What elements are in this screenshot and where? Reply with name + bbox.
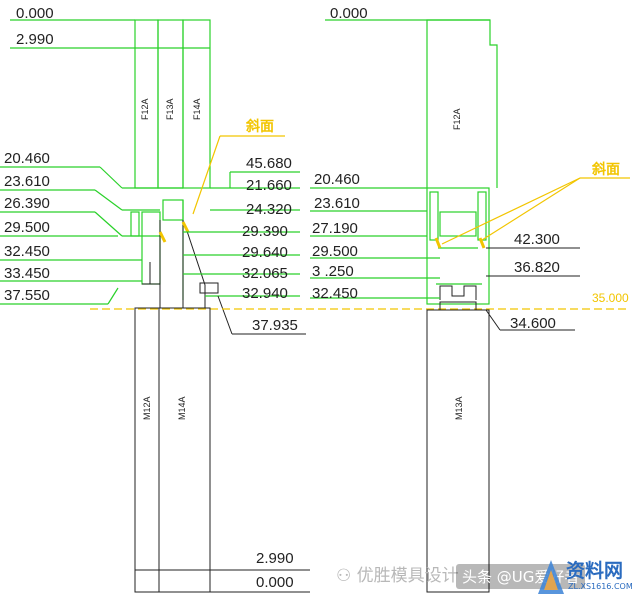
dim-r-far-right: 35.000 xyxy=(592,291,629,305)
dim-base-0: 2.990 xyxy=(256,550,294,567)
dim-base-1: 0.000 xyxy=(256,574,294,591)
dim-r-bottom: 34.600 xyxy=(510,315,556,332)
dim-r-left-2: 23.610 xyxy=(314,195,360,212)
part-f14a xyxy=(182,19,211,189)
dim-left-2: 20.460 xyxy=(4,150,50,167)
dim-r-left-5: 32.450 xyxy=(312,285,358,302)
dim-r-left-3: 27.190 xyxy=(312,220,358,237)
dim-right-1: 21.660 xyxy=(246,177,292,194)
wechat-icon: ⚇ xyxy=(336,566,352,586)
wechat-watermark: ⚇ 优胜模具设计 xyxy=(336,566,459,586)
dim-left-1: 2.990 xyxy=(16,31,54,48)
site-logo-icon xyxy=(538,560,564,594)
dim-left-0: 0.000 xyxy=(16,5,54,22)
dim-right-6: 32.940 xyxy=(242,285,288,302)
dim-right-5: 32.065 xyxy=(242,265,288,282)
label-m12a: M12A xyxy=(142,396,152,420)
dim-right-4: 29.640 xyxy=(242,244,288,261)
dim-left-8: 37.550 xyxy=(4,287,50,304)
dim-left-4: 26.390 xyxy=(4,195,50,212)
part-m12a xyxy=(134,307,160,593)
site-watermark: 资料网 ZL.XS1616.COM xyxy=(536,556,636,600)
label-f14a: F14A xyxy=(192,98,202,120)
dim-r-left-4: 29.500 xyxy=(312,243,358,260)
label-m13a: M13A xyxy=(454,396,464,420)
dim-right-2: 24.320 xyxy=(246,201,292,218)
note-slope-left: 斜面 xyxy=(245,118,274,135)
note-slope-right: 斜面 xyxy=(591,161,620,178)
part-m14a xyxy=(158,307,211,593)
part-m13a xyxy=(426,309,490,593)
dim-r-right-0: 42.300 xyxy=(514,231,560,248)
label-f12a-right: F12A xyxy=(452,108,462,130)
dim-left-7: 33.450 xyxy=(4,265,50,282)
right-view: 0.000 F12A 20.460 23.610 27.190 29.500 3… xyxy=(310,5,630,593)
dim-left-5: 29.500 xyxy=(4,219,50,236)
left-view: 0.000 2.990 F12A F13A F14A 20.460 23.610… xyxy=(0,5,630,593)
label-m14a: M14A xyxy=(177,396,187,420)
dim-r-right-1: 36.820 xyxy=(514,259,560,276)
dim-r-partial: 3 .250 xyxy=(312,263,354,280)
dim-right-0: 45.680 xyxy=(246,155,292,172)
part-f12a-right xyxy=(426,19,498,188)
dim-left-3: 23.610 xyxy=(4,173,50,190)
dim-right-3: 29.390 xyxy=(242,223,288,240)
dim-r-left-0: 0.000 xyxy=(330,5,368,22)
label-f12a-left: F12A xyxy=(140,98,150,120)
label-f13a: F13A xyxy=(165,98,175,120)
dim-bottom-mid: 37.935 xyxy=(252,317,298,334)
dim-left-6: 32.450 xyxy=(4,243,50,260)
dim-r-left-1: 20.460 xyxy=(314,171,360,188)
